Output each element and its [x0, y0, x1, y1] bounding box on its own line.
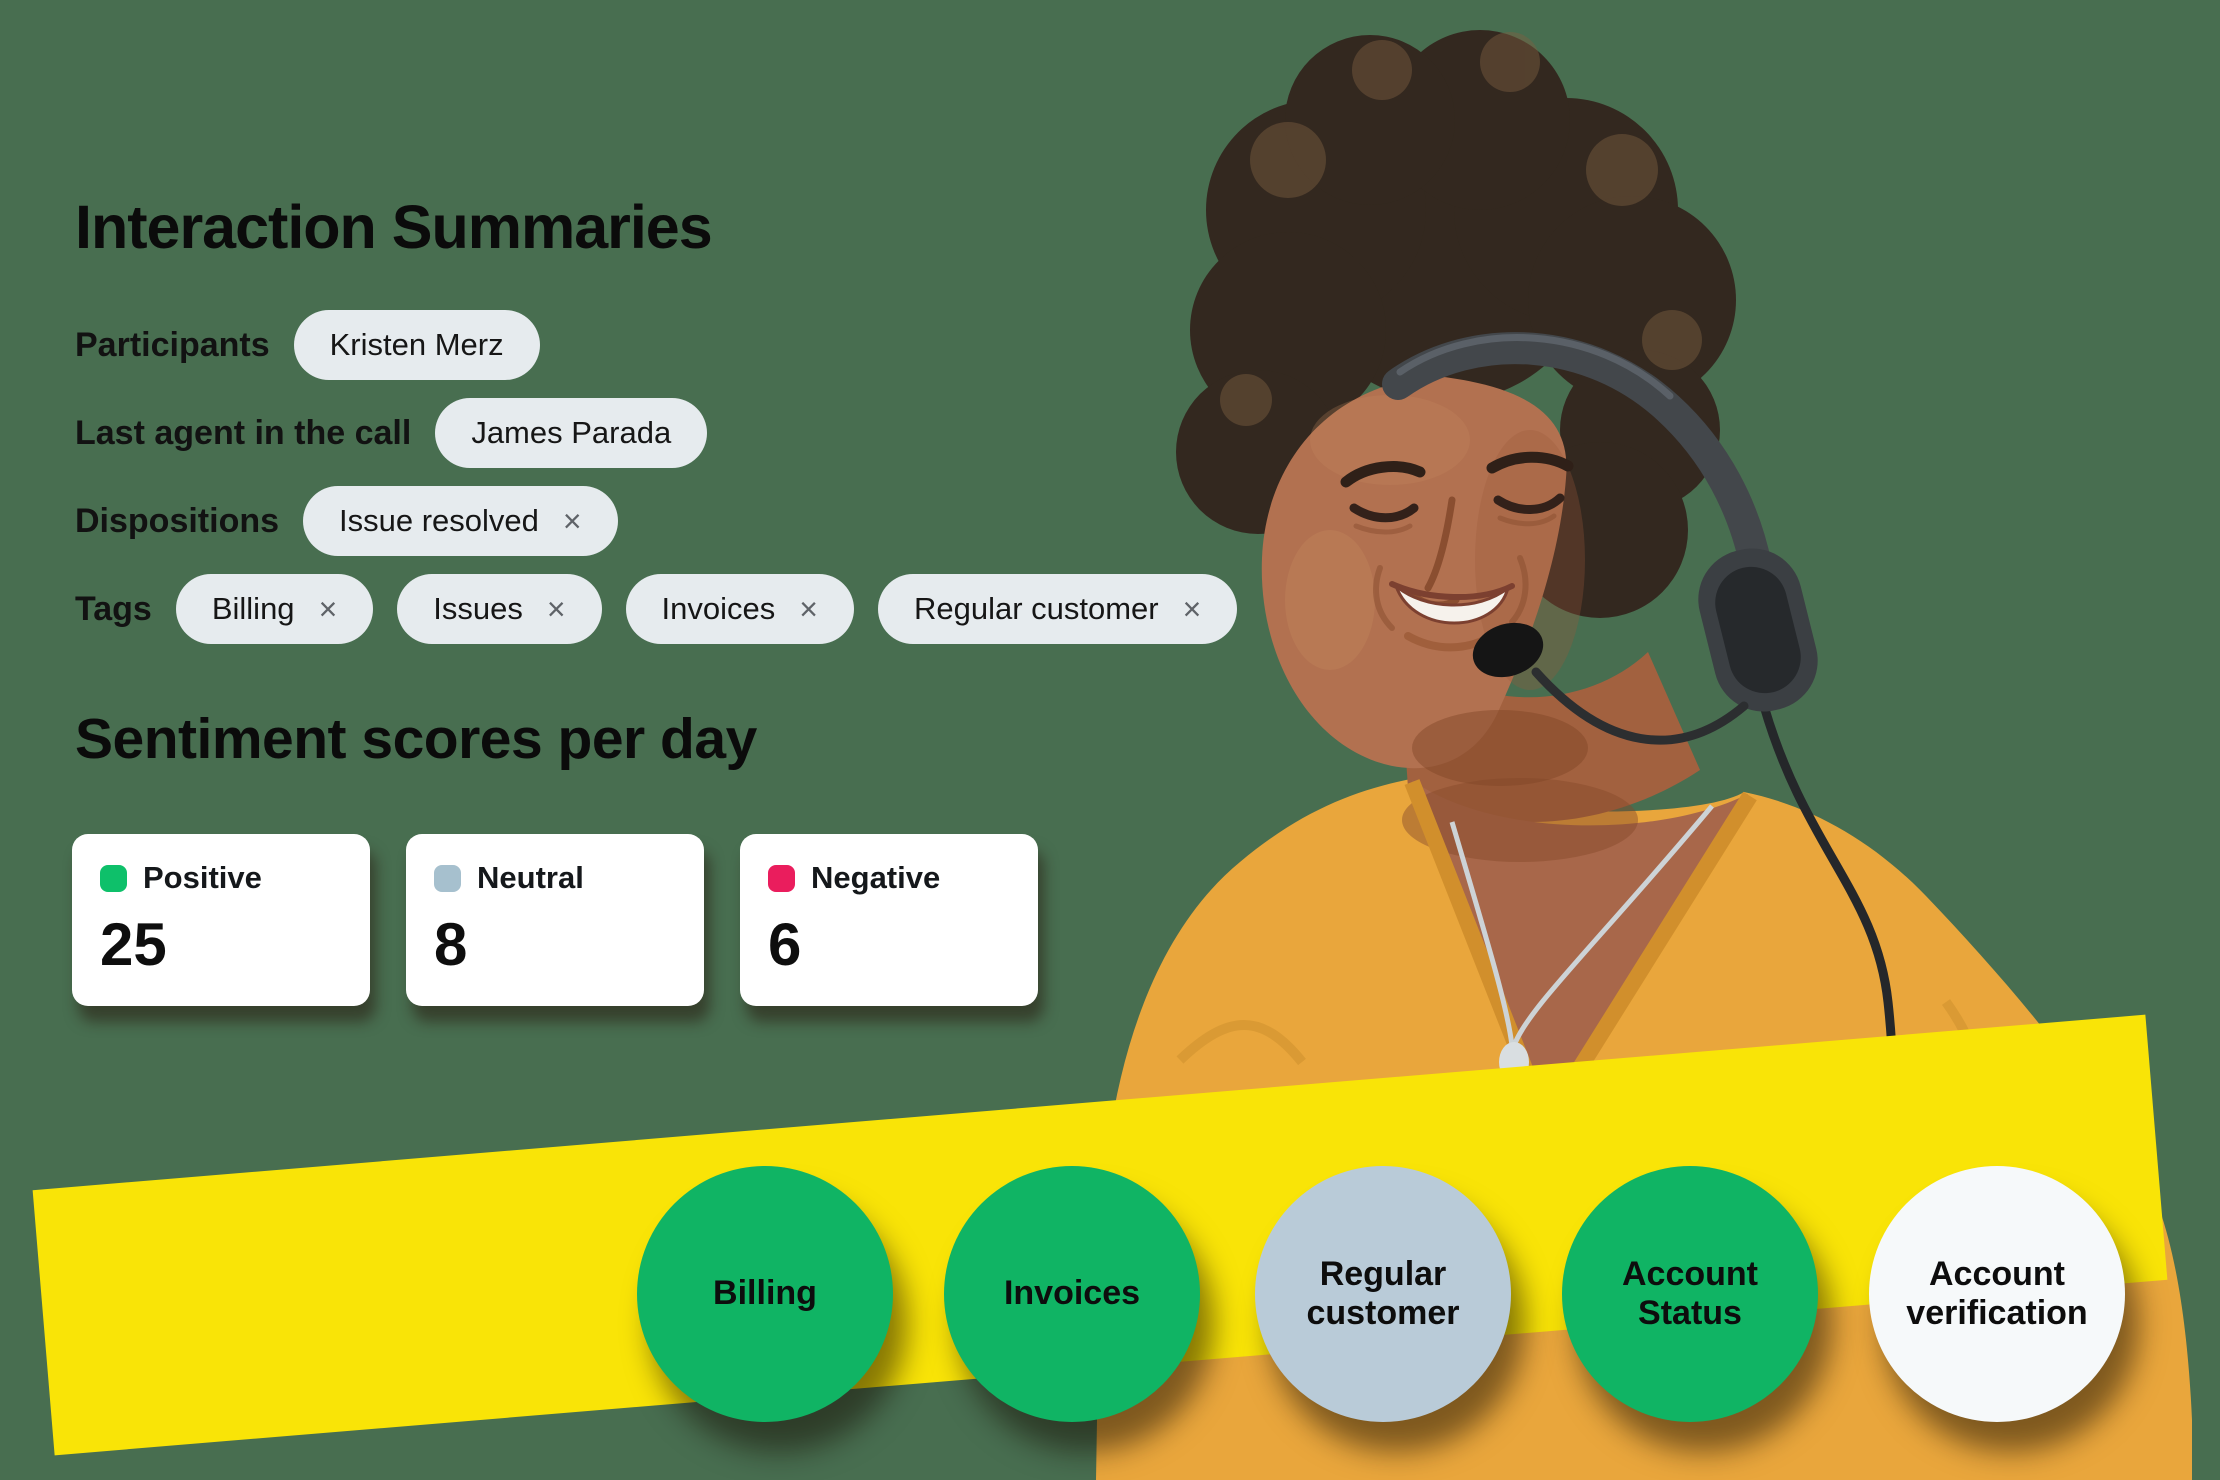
sentiment-value: 6	[768, 911, 802, 978]
chip-text: Billing	[211, 591, 295, 626]
sentiment-card-negative: Negative 6	[740, 834, 1038, 1006]
mic-foam	[1472, 622, 1544, 678]
chip-text: Issue resolved	[339, 503, 539, 538]
topic-bubble-invoices: Invoices	[944, 1166, 1200, 1422]
chip-tag-billing[interactable]: Billing ×	[175, 574, 374, 644]
close-icon[interactable]: ×	[318, 591, 338, 627]
chip-tag-invoices[interactable]: Invoices ×	[625, 574, 854, 644]
chip-participant[interactable]: Kristen Merz	[293, 310, 540, 380]
sentiment-label: Positive	[143, 860, 262, 895]
sentiment-value: 25	[100, 911, 167, 978]
sentiment-label: Negative	[811, 860, 941, 895]
field-row-tags: Tags Billing × Issues × Invoices × Regul…	[75, 574, 1238, 644]
hair	[1176, 30, 1736, 618]
close-icon[interactable]: ×	[546, 591, 566, 627]
topic-label: Invoices	[1003, 1274, 1141, 1313]
field-label: Tags	[75, 589, 152, 628]
field-row-dispositions: Dispositions Issue resolved ×	[75, 486, 618, 556]
close-icon[interactable]: ×	[562, 503, 582, 539]
topic-bubble-regular-customer: Regular customer	[1255, 1166, 1511, 1422]
field-row-last-agent: Last agent in the call James Parada	[75, 398, 708, 468]
negative-dot	[768, 864, 795, 892]
topic-bubble-account-status: Account Status	[1562, 1166, 1818, 1422]
topic-label: Account Status	[1622, 1254, 1758, 1332]
field-label: Participants	[75, 325, 270, 364]
chip-text: Regular customer	[913, 591, 1159, 626]
chip-last-agent[interactable]: James Parada	[435, 398, 708, 468]
sentiment-card-neutral: Neutral 8	[406, 834, 704, 1006]
topic-label: Regular customer	[1306, 1254, 1460, 1332]
field-label: Last agent in the call	[75, 413, 412, 452]
page-title: Interaction Summaries	[75, 193, 713, 261]
topic-label: Billing	[713, 1274, 817, 1313]
chip-text: James Parada	[471, 415, 672, 450]
field-label: Dispositions	[75, 501, 280, 540]
necklace	[1449, 804, 1714, 1047]
close-icon[interactable]: ×	[799, 591, 818, 627]
sentiment-section-title: Sentiment scores per day	[75, 707, 757, 771]
field-row-participants: Participants Kristen Merz	[75, 310, 540, 380]
chip-text: Invoices	[661, 591, 776, 626]
sentiment-value: 8	[434, 911, 468, 978]
chip-text: Kristen Merz	[329, 327, 504, 362]
sentiment-card-positive: Positive 25	[72, 834, 370, 1006]
chip-disposition[interactable]: Issue resolved ×	[303, 486, 618, 556]
sentiment-cards: Positive 25 Neutral 8 Negative 6	[72, 834, 1038, 1006]
topic-bubble-account-verification: Account verification	[1869, 1166, 2125, 1422]
close-icon[interactable]: ×	[1182, 591, 1202, 627]
headset	[1382, 332, 1818, 745]
sentiment-label: Neutral	[477, 860, 584, 895]
mic-boom	[1531, 667, 1749, 745]
positive-dot	[100, 864, 127, 892]
topic-bubble-billing: Billing	[637, 1166, 893, 1422]
topic-label: Account verification	[1906, 1254, 2088, 1332]
chip-tag-regular-customer[interactable]: Regular customer ×	[877, 574, 1238, 644]
chip-tag-issues[interactable]: Issues ×	[397, 574, 602, 644]
chip-text: Issues	[433, 591, 523, 626]
neutral-dot	[434, 864, 461, 892]
